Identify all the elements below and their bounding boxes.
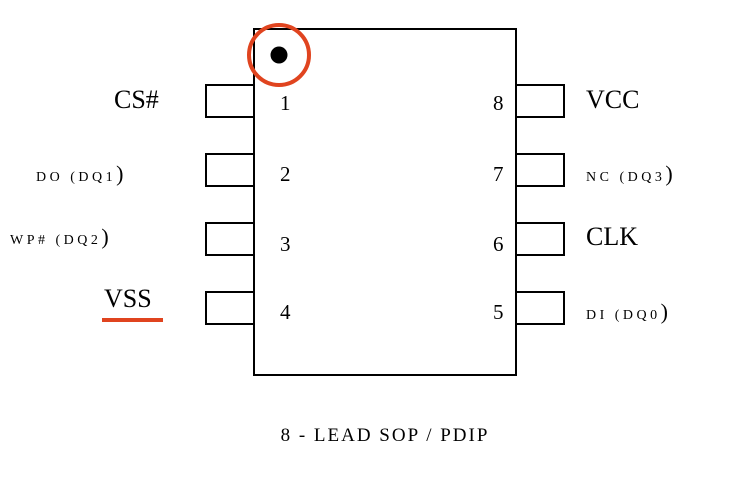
- package-caption: 8 - LEAD SOP / PDIP: [281, 425, 490, 446]
- pin-7-number: 7: [493, 162, 504, 186]
- pin-4-lead: [205, 291, 255, 325]
- pin-1-lead: [205, 84, 255, 118]
- pin-3-number: 3: [280, 232, 291, 256]
- pin-7-label: NC (DQ3): [586, 161, 676, 186]
- pin-5-lead: [515, 291, 565, 325]
- pin-1-label: CS#: [114, 85, 159, 114]
- pin-2-number: 2: [280, 162, 291, 186]
- pin1-indicator-dot: [270, 46, 288, 64]
- pin-5-label: DI (DQ0): [586, 299, 671, 324]
- chip-body: [253, 28, 517, 376]
- pin-6-lead: [515, 222, 565, 256]
- pin-3-lead: [205, 222, 255, 256]
- pin-8-lead: [515, 84, 565, 118]
- pin-4-number: 4: [280, 300, 291, 324]
- pin-1-number: 1: [280, 91, 291, 115]
- pin-7-lead: [515, 153, 565, 187]
- vss-underline-highlight: [102, 318, 163, 322]
- pin-8-label: VCC: [586, 85, 639, 114]
- pin1-highlight-circle: [247, 23, 311, 87]
- pin-5-number: 5: [493, 300, 504, 324]
- pin-8-number: 8: [493, 91, 504, 115]
- pin-2-lead: [205, 153, 255, 187]
- pin-2-label: DO (DQ1): [36, 161, 127, 186]
- pin-6-label: CLK: [586, 222, 638, 251]
- pin-6-number: 6: [493, 232, 504, 256]
- pin-4-label: VSS: [104, 284, 152, 313]
- pin-3-label: WP# (DQ2): [10, 224, 112, 249]
